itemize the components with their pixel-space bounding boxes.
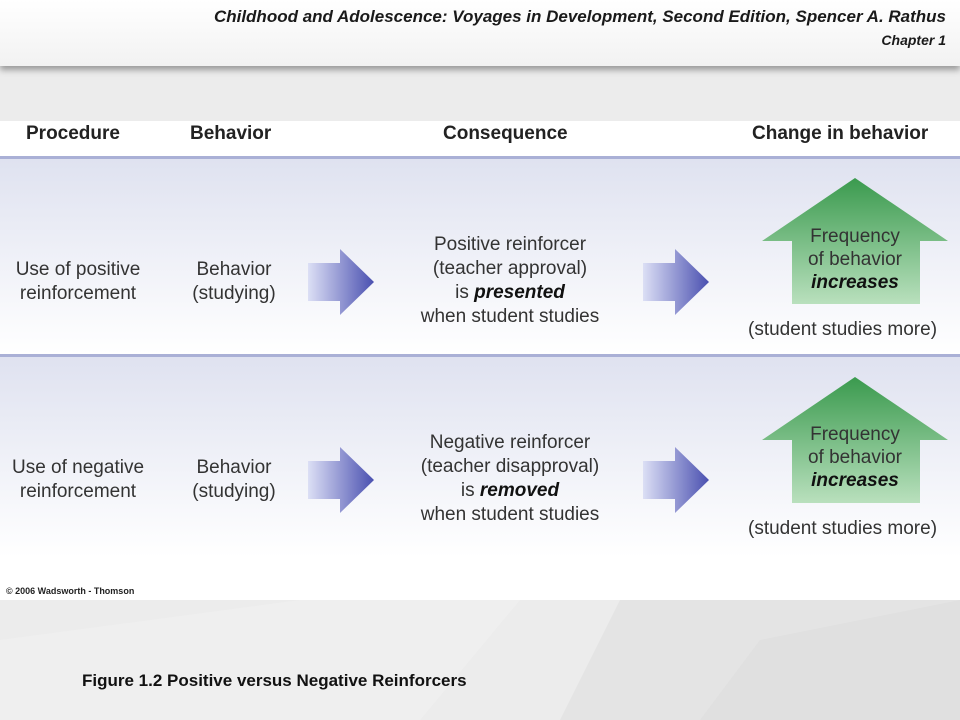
- consequence-emphasis: presented: [474, 282, 565, 303]
- behavior-cell: Behavior (studying): [172, 258, 296, 306]
- consequence-cell: Negative reinforcer (teacher disapproval…: [400, 431, 620, 527]
- change-emphasis: increases: [811, 272, 899, 293]
- consequence-line: is presented: [400, 281, 620, 305]
- column-header-behavior: Behavior: [190, 123, 272, 144]
- procedure-cell: Use of negative reinforcement: [4, 456, 152, 504]
- behavior-line: (studying): [192, 481, 276, 502]
- consequence-line: Negative reinforcer: [429, 432, 591, 453]
- change-emphasis: increases: [811, 470, 899, 491]
- book-title: Childhood and Adolescence: Voyages in De…: [213, 7, 946, 26]
- consequence-line: (teacher approval): [432, 258, 588, 279]
- behavior-line: Behavior: [196, 457, 272, 478]
- procedure-line: Use of negative: [11, 457, 145, 478]
- procedure-line: reinforcement: [19, 481, 137, 502]
- change-note: (student studies more): [748, 319, 938, 340]
- change-line: increases: [790, 469, 920, 492]
- consequence-line: is removed: [400, 479, 620, 503]
- behavior-line: (studying): [192, 283, 276, 304]
- consequence-prefix: is: [455, 282, 475, 303]
- behavior-cell: Behavior (studying): [172, 456, 296, 504]
- change-line: Frequency: [810, 424, 900, 445]
- change-text: Frequency of behavior increases: [790, 423, 920, 492]
- row-divider: [0, 354, 960, 357]
- procedure-line: reinforcement: [19, 283, 137, 304]
- reinforcement-figure: Procedure Behavior Consequence Change in…: [0, 121, 960, 600]
- column-header-consequence: Consequence: [443, 123, 568, 144]
- consequence-line: when student studies: [420, 504, 600, 525]
- column-header-change: Change in behavior: [752, 123, 929, 144]
- consequence-prefix: is: [460, 480, 480, 501]
- right-arrow-icon: [643, 249, 709, 315]
- change-line: of behavior: [807, 447, 902, 468]
- up-arrow-icon: [762, 377, 948, 503]
- change-line: increases: [790, 271, 920, 294]
- consequence-line: (teacher disapproval): [420, 456, 600, 477]
- right-arrow-icon: [643, 447, 709, 513]
- behavior-line: Behavior: [196, 259, 272, 280]
- column-header-procedure: Procedure: [26, 123, 120, 144]
- procedure-cell: Use of positive reinforcement: [4, 258, 152, 306]
- consequence-cell: Positive reinforcer (teacher approval) i…: [400, 233, 620, 329]
- procedure-line: Use of positive: [15, 259, 141, 280]
- change-text: Frequency of behavior increases: [790, 225, 920, 294]
- consequence-line: when student studies: [420, 306, 600, 327]
- up-arrow-icon: [762, 178, 948, 304]
- right-arrow-icon: [308, 447, 374, 513]
- consequence-emphasis: removed: [479, 480, 560, 501]
- change-line: Frequency: [810, 226, 900, 247]
- copyright-notice: © 2006 Wadsworth - Thomson: [6, 586, 135, 596]
- header-divider: [0, 156, 960, 159]
- figure-caption: Figure 1.2 Positive versus Negative Rein…: [82, 671, 467, 690]
- consequence-line: Positive reinforcer: [433, 234, 587, 255]
- change-line: of behavior: [807, 249, 902, 270]
- right-arrow-icon: [308, 249, 374, 315]
- slide-header: Childhood and Adolescence: Voyages in De…: [0, 0, 960, 66]
- change-note: (student studies more): [748, 518, 938, 539]
- chapter-label: Chapter 1: [881, 32, 946, 48]
